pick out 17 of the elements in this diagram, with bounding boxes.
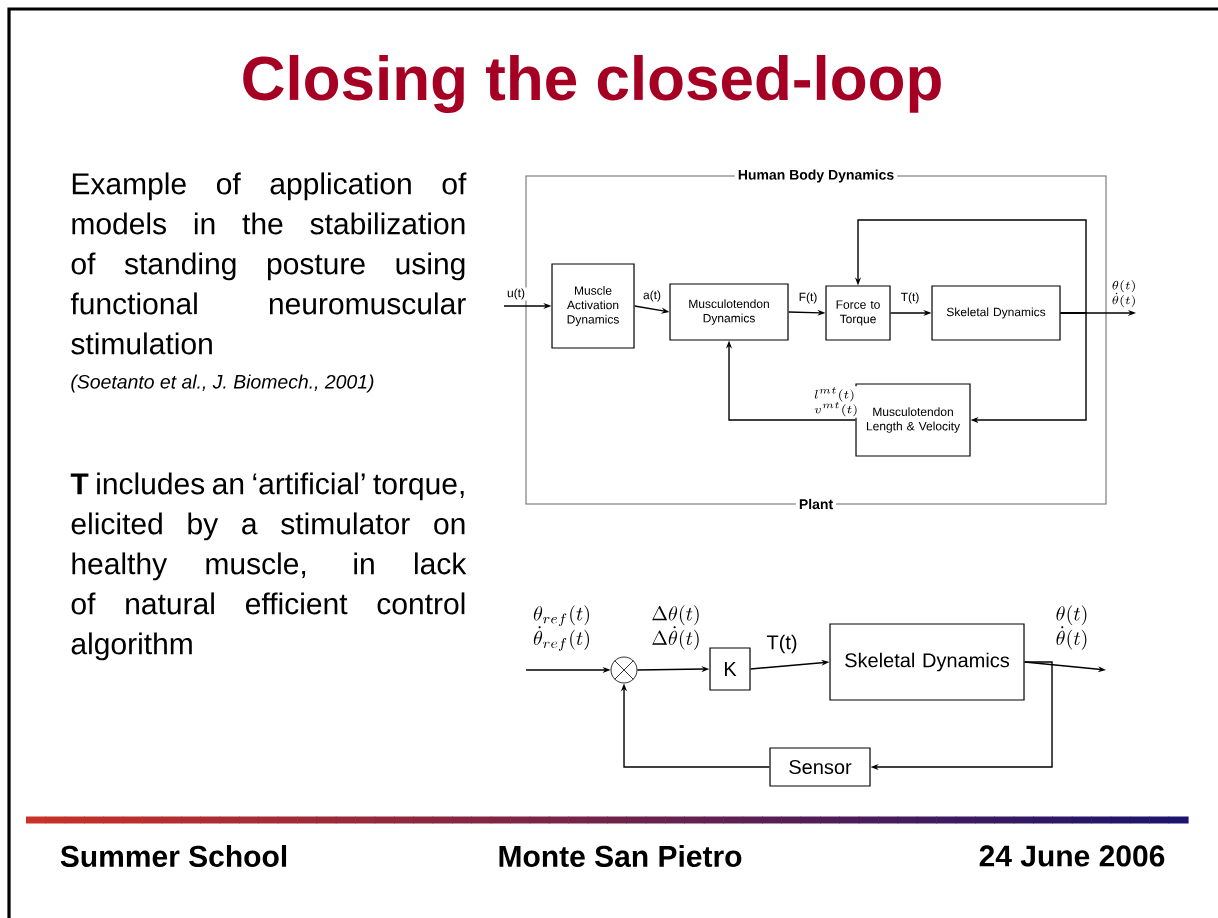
edge-label: $\begin{array}{l}l^{mt}(t)\\ v^{mt}(t)\end{array}$ [812,386,860,418]
summing-junction [610,656,638,684]
slide-title: Closing the closed-loop [243,54,941,114]
footer-text: Monte San Pietro [499,845,742,867]
edge-label: $\begin{array}{l}\theta(t)\\ \dot{\theta}(t)\end{array}$ [1110,279,1138,309]
footer-text: Summer School [60,845,287,867]
body-text: T includes an ‘artificial’ torque, elicited by a stimulator on healthy muscle, in lack of natural efficient control algorithm [70,472,467,661]
edge-label: $\begin{array}{l}\Delta\theta(t)\\ \Delta\dot{\theta}(t)\end{array}$ [650,604,702,652]
citation: (Soetanto et al., J. Biomech., 2001) [71,374,374,393]
process-box: Skeletal Dynamics [829,623,1025,701]
edge-label: $\begin{array}{l}\theta_{ref}(t)\\ \dot{\theta}_{ref}(t)\end{array}$ [532,604,592,652]
gain-box: K [709,647,751,691]
process-box: Sensor [769,747,871,787]
body-text: Example of application of models in the stabilization of standing posture using functional neuromuscular stimulation [70,172,467,355]
footer-text: 24 June 2006 [979,845,1165,867]
edge-label: $\begin{array}{l}\theta(t)\\ \dot{\theta}(t)\end{array}$ [1054,604,1090,652]
edge-label: T(t) [761,633,803,655]
